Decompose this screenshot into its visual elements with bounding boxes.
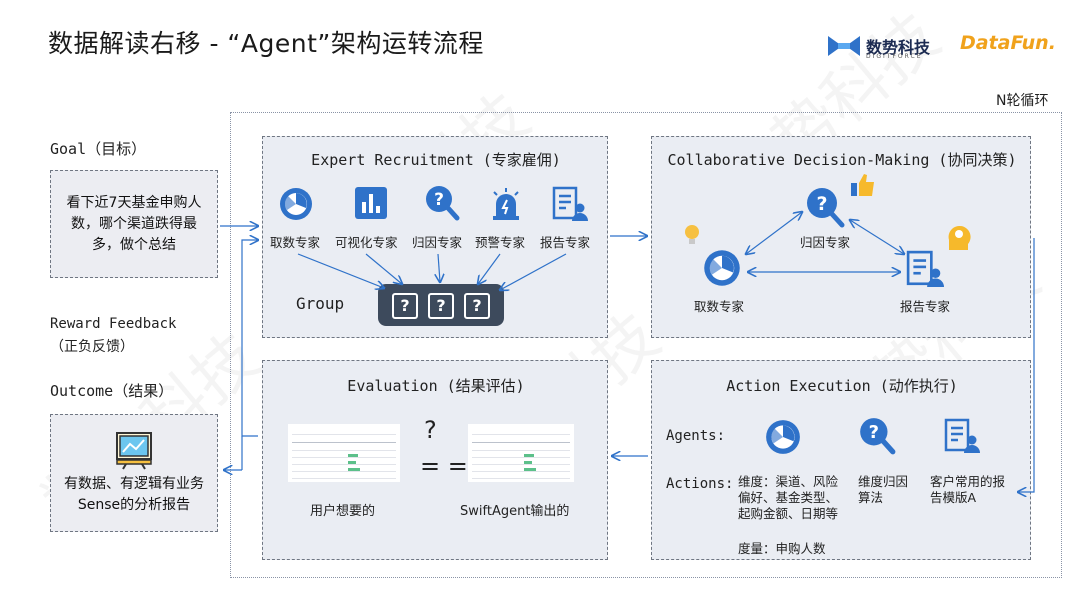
collab-node-label: 报告专家 [900, 299, 951, 314]
reward-title: Reward Feedback [50, 316, 177, 332]
action-dimensions: 维度：渠道、风险偏好、基金类型、起购金额、日期等 [738, 474, 839, 521]
question-mark: ? [424, 416, 437, 444]
attribution-icon: ? [807, 188, 845, 228]
outcome-text: 有数据、有逻辑有业务Sense的分析报告 [64, 476, 204, 513]
report-icon [552, 186, 588, 221]
user-expected-report-thumbnail [288, 424, 400, 482]
recruit-title: Expert Recruitment (专家雇佣) [311, 151, 561, 169]
alert-icon [493, 188, 519, 220]
collab-panel: Collaborative Decision-Making (协同决策) [651, 136, 1031, 338]
reward-sub: （正负反馈） [50, 339, 134, 355]
equals-sign: = = [420, 452, 468, 480]
idea-head-icon [948, 225, 971, 250]
action-algorithm: 维度归因算法 [858, 474, 909, 505]
collab-title: Collaborative Decision-Making (协同决策) [667, 151, 1017, 169]
group-slot: ? [464, 293, 490, 319]
expert-label: 报告专家 [540, 235, 591, 250]
outcome-title: Outcome（结果） [50, 382, 174, 400]
goal-text: 看下近7天基金申购人数，哪个渠道跌得最多，做个总结 [66, 194, 202, 253]
page-title: 数据解读右移 - “Agent”架构运转流程 [48, 29, 484, 58]
digitforce-logo-icon [828, 36, 860, 56]
report-board-icon [116, 432, 152, 470]
data-fetch-icon [766, 420, 800, 454]
collab-node-label: 归因专家 [800, 235, 851, 250]
report-icon [906, 250, 944, 287]
data-fetch-icon [704, 250, 740, 286]
loop-frame [230, 112, 1062, 578]
agents-label: Agents: [666, 428, 726, 444]
svg-text:?: ? [434, 190, 444, 210]
group-box: ? ? ? [378, 284, 504, 326]
visualization-icon [355, 187, 387, 219]
loop-label: N轮循环 [996, 93, 1049, 109]
expert-label: 取数专家 [270, 235, 321, 250]
expert-label: 可视化专家 [335, 235, 398, 250]
expert-label: 归因专家 [412, 235, 463, 250]
group-slot: ? [392, 293, 418, 319]
user-expected-label: 用户想要的 [310, 504, 376, 519]
partner-logo: DataFun. [960, 32, 1056, 54]
goal-box: 看下近7天基金申购人数，哪个渠道跌得最多，做个总结 [50, 170, 218, 278]
action-template: 客户常用的报告模版A [930, 474, 1006, 505]
evaluation-title: Evaluation (结果评估) [347, 377, 525, 395]
goal-title: Goal（目标） [50, 140, 147, 158]
attribution-icon: ? [860, 418, 896, 455]
report-icon [944, 418, 980, 453]
group-slot: ? [428, 293, 454, 319]
brand-logos: 数势科技 DIGITFORCE DataFun. [826, 32, 1076, 62]
svg-text:?: ? [869, 422, 879, 443]
lightbulb-icon [685, 225, 699, 244]
group-label: Group [296, 294, 345, 313]
brand-sub: DIGITFORCE [866, 53, 923, 60]
data-fetch-icon [280, 188, 312, 220]
swiftagent-output-thumbnail [468, 424, 574, 482]
swiftagent-output-label: SwiftAgent输出的 [460, 504, 570, 519]
attribution-icon: ? [426, 186, 460, 221]
action-measure: 度量：申购人数 [738, 541, 826, 556]
svg-text:?: ? [816, 193, 827, 215]
expert-label: 预警专家 [475, 235, 526, 250]
action-panel: Action Execution (动作执行) [651, 360, 1031, 560]
outcome-box: 有数据、有逻辑有业务Sense的分析报告 [50, 414, 218, 532]
actions-label: Actions: [666, 476, 734, 492]
collab-node-label: 取数专家 [694, 299, 745, 314]
brand-name: 数势科技 [866, 38, 931, 57]
action-title: Action Execution (动作执行) [726, 377, 958, 395]
thumbs-up-icon [851, 174, 874, 196]
